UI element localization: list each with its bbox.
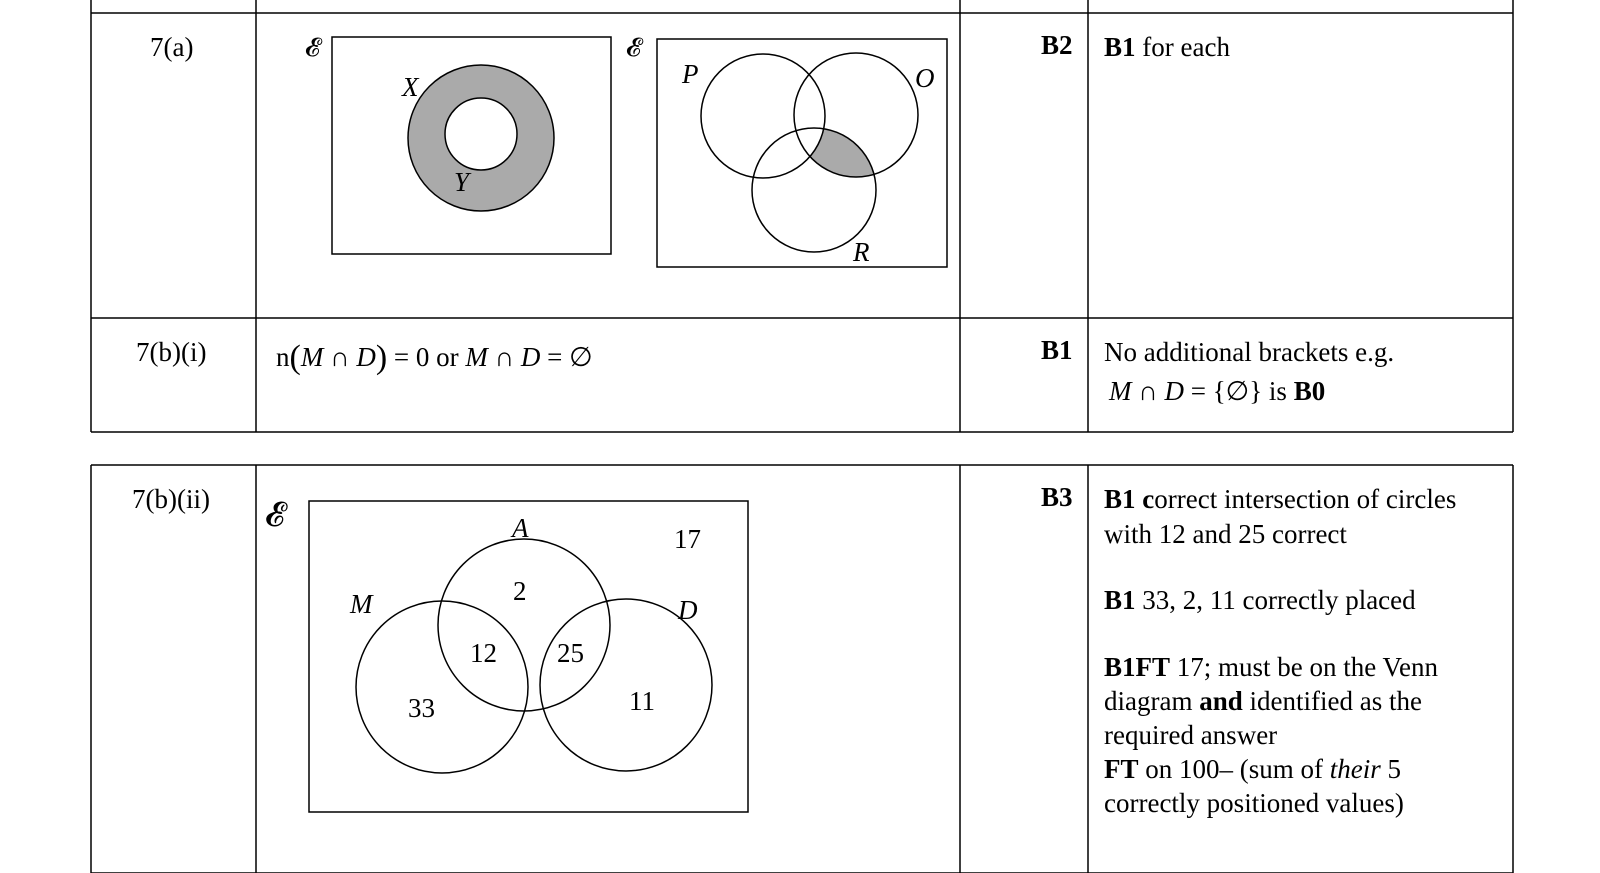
guidance-note-3-line-3: required answer [1104, 720, 1278, 750]
guidance-note-4-line-2: correctly positioned values) [1104, 788, 1404, 818]
value-a-and-d: 25 [557, 638, 584, 668]
note-italic: their [1329, 754, 1381, 784]
marks: B3 [1041, 482, 1073, 512]
set-r-circle [751, 127, 877, 253]
set-m-label: M [349, 589, 374, 619]
universal-set-symbol: 𝓔 [626, 33, 644, 62]
mark-code: B1 [1104, 32, 1136, 62]
guidance-note-1: B1 correct intersection of circles [1104, 482, 1456, 516]
answer-m: M [465, 342, 488, 372]
set-m-circle [355, 600, 529, 774]
note-is: is [1262, 376, 1294, 406]
guidance-note-4: FT on 100– (sum of their 5 [1104, 752, 1401, 786]
note-set: = {∅} [1184, 376, 1263, 406]
answer-n: n [276, 342, 290, 372]
question-number: 7(b)(ii) [132, 484, 210, 514]
venn-diagram-x-y: 𝓔 X Y [305, 33, 612, 255]
marks: B2 [1041, 30, 1073, 60]
answer-d: D [520, 342, 541, 372]
guidance-note-3: B1FT 17; must be on the Venn [1104, 650, 1438, 684]
set-p-label: P [681, 59, 699, 89]
note-m: M [1109, 376, 1132, 406]
set-r-label: R [852, 237, 870, 267]
universal-set-box [308, 500, 749, 813]
value-m-and-a: 12 [470, 638, 497, 668]
note-text: orrect intersection of circles [1154, 484, 1457, 514]
guidance-note-line-1: No additional brackets e.g. [1104, 337, 1395, 367]
answer-expression: n(M ∩ D) = 0 or M ∩ D = ∅ [276, 340, 593, 375]
set-y-circle [444, 97, 518, 171]
set-p-circle [700, 53, 826, 179]
value-d-only: 11 [629, 686, 655, 716]
note-text: 5 [1380, 754, 1402, 784]
marks: B1 [1041, 335, 1073, 365]
note-text: for each [1135, 32, 1230, 62]
set-o-label: O [915, 63, 935, 93]
set-a-circle [437, 538, 611, 712]
note-text: on 100– (sum of [1138, 754, 1330, 784]
value-outside: 17 [674, 524, 701, 554]
value-a-only: 2 [513, 576, 527, 606]
guidance-note: B1 for each [1104, 30, 1230, 64]
mark-code: FT [1104, 754, 1139, 784]
value-m-only: 33 [408, 693, 435, 723]
guidance-note-line-2: M ∩ D = {∅} is B0 [1109, 374, 1325, 408]
set-y-label: Y [454, 167, 472, 197]
venn-diagram-p-o-r: 𝓔 P O R [626, 33, 948, 268]
note-b0: B0 [1293, 376, 1326, 406]
note-text: diagram [1104, 686, 1200, 716]
universal-set-box [331, 36, 612, 255]
universal-set-symbol: 𝓔 [305, 33, 323, 62]
guidance-note-2: B1 33, 2, 11 correctly placed [1104, 583, 1416, 617]
answer-rparen: ) [375, 339, 388, 376]
set-d-circle [539, 598, 713, 772]
mark-code: B1 [1104, 585, 1136, 615]
set-o-circle [793, 52, 919, 178]
note-cap: ∩ [1131, 376, 1165, 406]
note-d: D [1164, 376, 1185, 406]
answer-eq-zero: = 0 or [387, 342, 466, 372]
answer-m: M [300, 342, 324, 372]
guidance-note-1-line-2: with 12 and 25 correct [1104, 519, 1347, 549]
universal-set-box [656, 38, 948, 268]
set-d-label: D [677, 595, 698, 625]
set-a-label: A [510, 513, 529, 543]
note-emphasis: and [1199, 686, 1243, 716]
guidance-note-3-line-2: diagram and identified as the [1104, 684, 1422, 718]
set-x-label: X [401, 72, 420, 102]
answer-cap: ∩ [487, 342, 521, 372]
question-number: 7(b)(i) [136, 337, 207, 367]
question-number: 7(a) [150, 32, 194, 62]
answer-eq-empty: = ∅ [540, 342, 593, 372]
note-text: 17; must be on the Venn [1170, 652, 1438, 682]
universal-set-symbol: 𝓔 [265, 497, 288, 534]
venn-diagram-m-a-d: 𝓔 A M D 17 2 12 25 33 11 [265, 497, 749, 813]
answer-cap: ∩ [323, 342, 357, 372]
mark-code: B1 c [1104, 484, 1155, 514]
note-text: 33, 2, 11 correctly placed [1135, 585, 1416, 615]
answer-d: D [356, 342, 376, 372]
answer-lparen: ( [289, 339, 301, 376]
mark-code: B1FT [1104, 652, 1171, 682]
note-text: identified as the [1242, 686, 1422, 716]
